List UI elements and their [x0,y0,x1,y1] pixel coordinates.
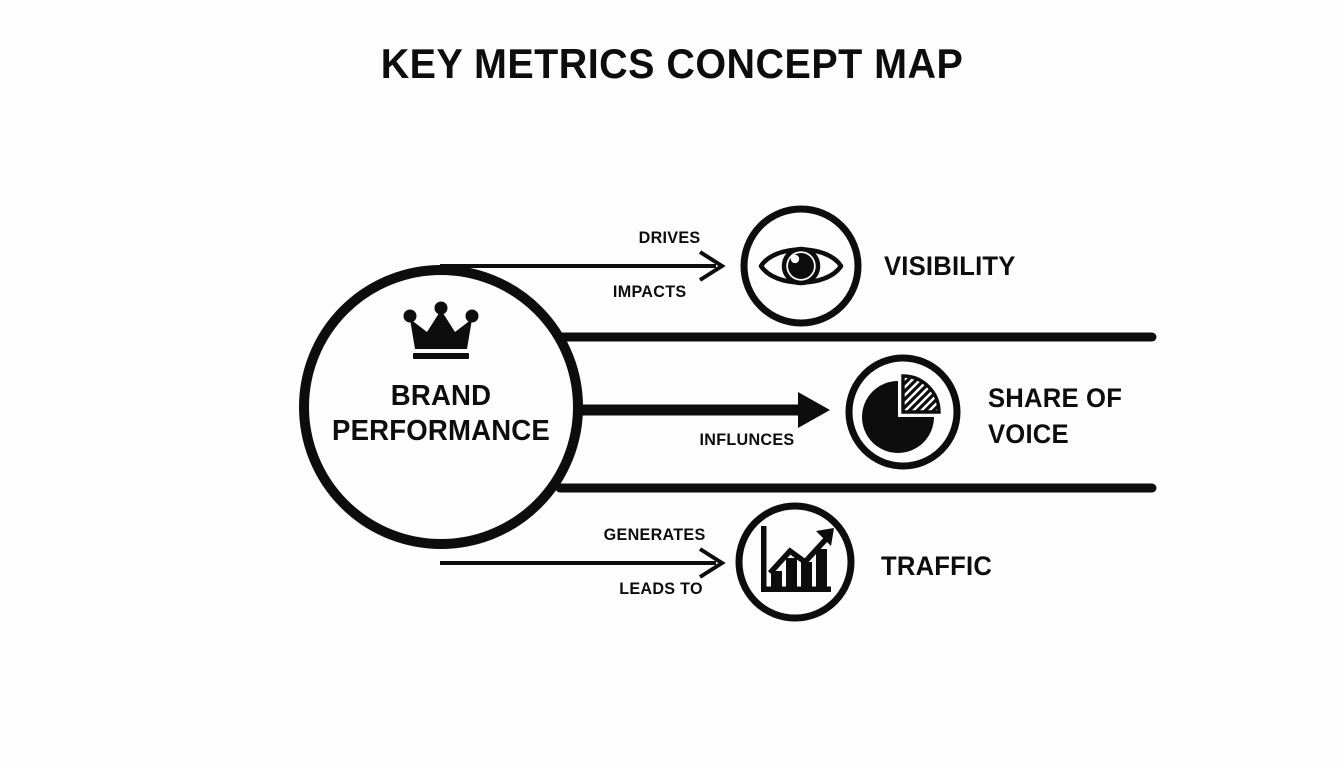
edge-label-leads-to: LEADS TO [619,579,703,598]
hub-circle[interactable] [299,265,583,549]
hub-label-line2: PERFORMANCE [332,415,550,447]
edge-hub-to-visibility [440,250,726,282]
visibility-node-label: VISIBILITY [884,251,1016,281]
share-of-voice-node-label-line2: VOICE [988,419,1069,449]
page-title: KEY METRICS CONCEPT MAP [380,40,964,87]
edge-label-drives: DRIVES [638,228,701,247]
pie-chart-icon [862,374,941,453]
edge-label-influnces: INFLUNCES [699,430,795,449]
traffic-node-label: TRAFFIC [881,551,993,581]
crown-icon [403,301,479,359]
hub-label-line1: BRAND [390,380,492,412]
share-of-voice-node-label-line1: SHARE OF [988,383,1123,413]
edge-hub-to-share-of-voice [578,392,830,428]
edge-label-impacts: IMPACTS [612,282,687,301]
bar-chart-growth-icon [761,526,834,592]
edge-label-generates: GENERATES [603,525,706,544]
edge-hub-to-traffic [440,547,726,579]
eye-icon [758,246,844,286]
